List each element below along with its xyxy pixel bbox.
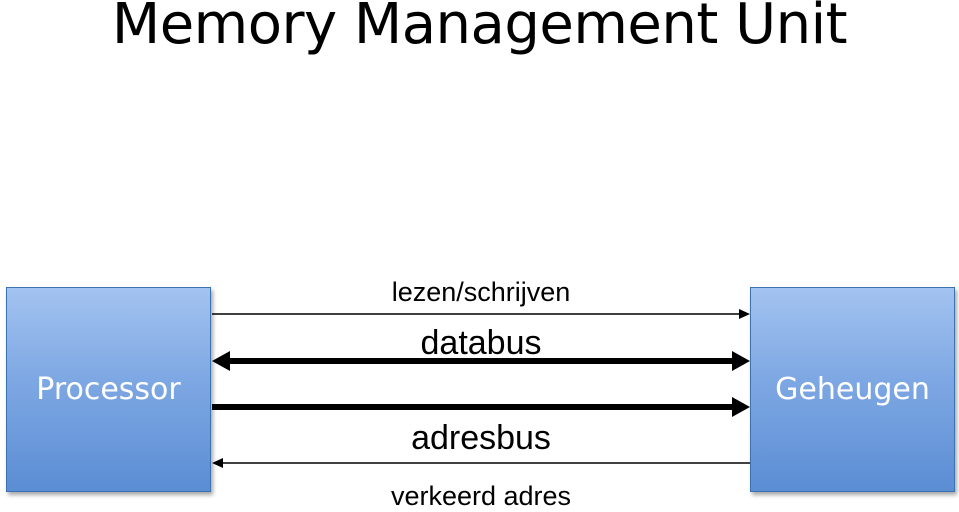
processor-label: Processor bbox=[36, 372, 181, 407]
wrong-address-label: verkeerd adres bbox=[390, 481, 572, 511]
data-bus-label: databus bbox=[420, 324, 542, 362]
slide-title: Memory Management Unit bbox=[111, 0, 848, 57]
address-bus-arrow bbox=[212, 397, 750, 417]
processor-box: Processor bbox=[6, 287, 211, 492]
data-bus-arrow bbox=[212, 351, 750, 371]
memory-label: Geheugen bbox=[775, 372, 930, 407]
address-bus-label: adresbus bbox=[411, 419, 551, 457]
read-write-label: lezen/schrijven bbox=[391, 277, 571, 307]
read-write-arrow bbox=[212, 309, 750, 319]
memory-box: Geheugen bbox=[750, 287, 955, 492]
wrong-address-arrow bbox=[212, 458, 750, 468]
